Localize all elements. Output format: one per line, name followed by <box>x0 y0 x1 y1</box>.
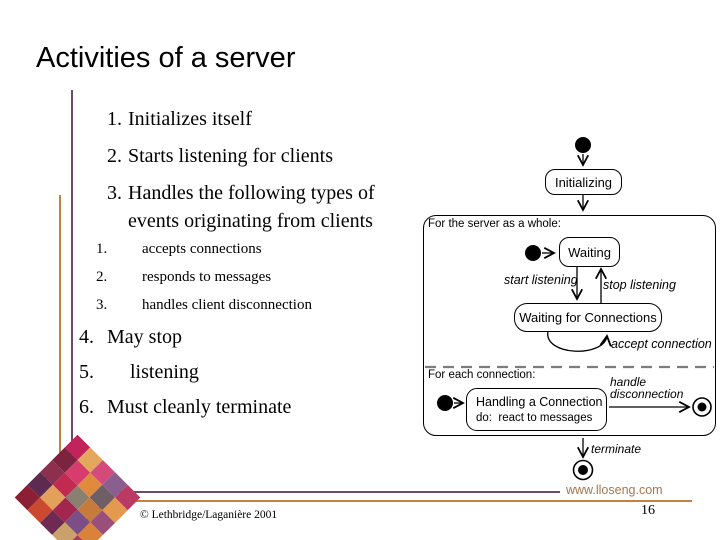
list-item-number: 6. <box>79 396 94 418</box>
page-title: Activities of a server <box>36 42 296 74</box>
list-item-number: 5. <box>79 361 94 383</box>
list-item-text: Must cleanly terminate <box>107 396 292 418</box>
state-waiting: Waiting <box>559 237 620 267</box>
vertical-purple-line <box>71 90 73 452</box>
list-item-text: May stop <box>107 326 182 348</box>
transition-label-handle-disconnection: handle disconnection <box>610 376 683 400</box>
list-item-number: 3. <box>107 182 122 204</box>
list-item-text: responds to messages <box>142 269 272 285</box>
transition-label-start-listening: start listening <box>504 273 578 287</box>
copyright-text: © Lethbridge/Laganière 2001 <box>140 509 278 521</box>
sub-list-item: 1. accepts connections <box>0 241 262 258</box>
transition-label-accept-connection: accept connection <box>611 337 712 351</box>
label-line1: handle <box>610 375 647 389</box>
label-line2: disconnection <box>610 387 684 401</box>
list-item: 2. Starts listening for clients <box>0 145 333 168</box>
transition-label-terminate: terminate <box>591 442 642 456</box>
state-waiting-for-connections: Waiting for Connections <box>514 303 662 332</box>
region-label-connection: For each connection: <box>428 369 536 381</box>
vertical-orange-line <box>59 195 61 462</box>
list-item: 5. listening <box>0 361 199 384</box>
state-initializing: Initializing <box>545 169 622 195</box>
list-item-number: 4. <box>79 326 94 348</box>
state-handling-a-connection: Handling a Connection do: react to messa… <box>466 388 607 431</box>
list-item: 4. May stop <box>0 326 182 349</box>
list-item-number: 1. <box>96 241 108 257</box>
sub-list-item: 2. responds to messages <box>0 269 271 286</box>
list-item-text: Handles the following types of events or… <box>128 182 375 232</box>
list-item: 3. Handles the following types of events… <box>0 179 418 235</box>
list-item: 6. Must cleanly terminate <box>0 396 291 419</box>
state-do-activity: do: react to messages <box>476 412 593 424</box>
list-item-number: 2. <box>107 145 122 167</box>
footer-orange-line <box>135 500 692 502</box>
transition-label-stop-listening: stop listening <box>603 278 676 292</box>
initial-state-dot <box>575 137 591 153</box>
quilt-decoration <box>14 434 141 540</box>
region-label-server: For the server as a whole: <box>428 218 561 230</box>
footer-purple-line <box>115 491 560 493</box>
list-item: 1. Initializes itself <box>0 108 252 131</box>
list-item-text: Initializes itself <box>128 108 252 130</box>
state-name: Handling a Connection <box>476 395 603 409</box>
list-item-number: 1. <box>107 108 122 130</box>
list-item-text: Starts listening for clients <box>128 145 333 167</box>
list-item-text: handles client disconnection <box>142 297 312 313</box>
page-number: 16 <box>641 503 655 518</box>
final-state-inner-dot <box>578 465 588 475</box>
final-state-outer-ring <box>572 459 594 481</box>
list-item-text: listening <box>130 361 199 383</box>
website-link[interactable]: www.lloseng.com <box>566 483 663 497</box>
sub-list-item: 3. handles client disconnection <box>0 297 312 314</box>
list-item-text: accepts connections <box>142 241 262 257</box>
list-item-number: 2. <box>96 269 108 285</box>
list-item-number: 3. <box>96 297 108 313</box>
